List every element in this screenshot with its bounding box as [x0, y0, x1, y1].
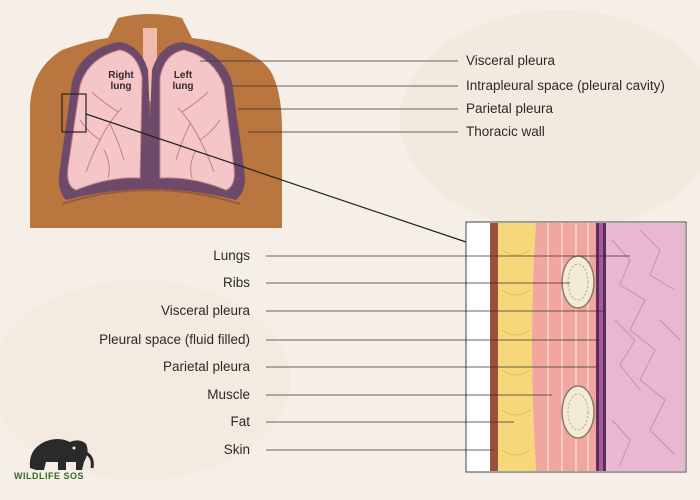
rib-cross-section: [561, 255, 595, 439]
logo-text: WILDLIFE SOS: [14, 471, 84, 481]
cross-section-leader-lines: [266, 255, 630, 451]
label-parietal-pleura: Parietal pleura: [162, 359, 250, 374]
label-pleural-space: Pleural space (fluid filled): [99, 332, 250, 347]
label-muscle: Muscle: [207, 387, 250, 402]
label-ribs: Ribs: [222, 275, 250, 290]
label-parietal-pleura-top: Parietal pleura: [466, 101, 554, 116]
elephant-logo-icon: [29, 439, 94, 470]
label-intrapleural-space: Intrapleural space (pleural cavity): [466, 78, 665, 93]
torso-illustration: [30, 14, 282, 228]
label-lungs: Lungs: [213, 248, 250, 263]
label-visceral-pleura: Visceral pleura: [160, 303, 250, 318]
top-leader-lines: [200, 60, 458, 133]
label-thoracic-wall: Thoracic wall: [466, 124, 545, 139]
zoom-connector-line: [85, 113, 467, 243]
label-fat: Fat: [230, 414, 250, 429]
cross-section-illustration: [465, 221, 687, 473]
label-skin: Skin: [223, 442, 250, 457]
label-visceral-pleura-top: Visceral pleura: [466, 53, 556, 68]
